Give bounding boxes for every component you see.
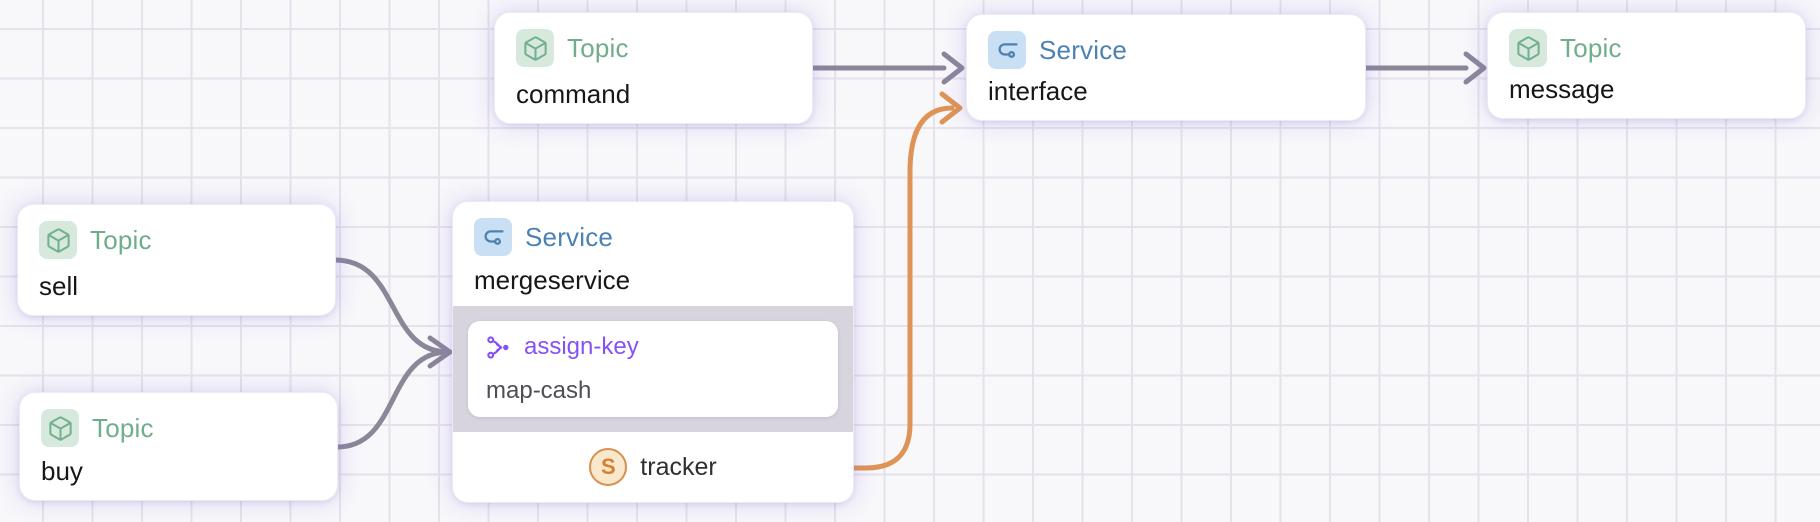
node-topic-sell[interactable]: Topic sell	[18, 205, 335, 315]
operation-assign-key-card[interactable]: assign-key map-cash	[468, 321, 838, 417]
operations-band: assign-key map-cash	[453, 306, 853, 432]
node-name: command	[516, 79, 631, 110]
edge-tracker-to-interface[interactable]	[850, 91, 963, 471]
service-route-icon	[988, 31, 1026, 69]
tracker-s-badge-icon: S	[589, 448, 628, 486]
operation-name: map-cash	[486, 377, 592, 404]
node-type-row: Topic	[39, 221, 314, 259]
topic-cube-icon	[39, 221, 77, 259]
node-name: buy	[41, 456, 83, 487]
node-service-mergeservice[interactable]: Service mergeservice assign-key map-cash…	[453, 202, 853, 502]
service-route-icon	[474, 218, 512, 256]
node-topic-buy[interactable]: Topic buy	[20, 393, 337, 500]
node-type-label: Topic	[90, 224, 152, 255]
edge-command-to-interface[interactable]	[809, 51, 965, 85]
node-type-label: Topic	[567, 32, 629, 63]
node-type-label: Topic	[1560, 32, 1622, 63]
node-type-row: Topic	[516, 29, 791, 67]
mergeservice-header: Service mergeservice	[453, 202, 853, 306]
node-type-label: Topic	[92, 412, 154, 443]
node-name: sell	[39, 271, 79, 302]
node-name: message	[1509, 74, 1615, 105]
edge-sell-to-mergeservice[interactable]	[332, 257, 451, 355]
merge-keys-icon	[487, 335, 509, 359]
node-service-interface[interactable]: Service interface	[967, 15, 1365, 120]
topic-cube-icon	[1509, 29, 1547, 67]
node-type-row: Service	[988, 31, 1344, 69]
node-name: mergeservice	[474, 265, 631, 295]
node-type-row: Service	[474, 218, 832, 256]
node-topic-message[interactable]: Topic message	[1488, 13, 1805, 118]
operation-type-row: assign-key	[486, 333, 820, 361]
node-name: interface	[988, 76, 1088, 107]
edge-interface-to-message[interactable]	[1362, 51, 1487, 85]
consumer-name: tracker	[640, 452, 717, 481]
node-type-label: Service	[1039, 34, 1128, 65]
operation-type-label: assign-key	[524, 333, 639, 360]
node-type-row: Topic	[1509, 29, 1784, 67]
edge-buy-to-mergeservice[interactable]	[334, 335, 453, 450]
topic-cube-icon	[516, 29, 554, 67]
node-topic-command[interactable]: Topic command	[495, 13, 812, 123]
consumer-row[interactable]: S tracker	[453, 432, 853, 502]
topic-cube-icon	[41, 409, 79, 447]
node-type-row: Topic	[41, 409, 316, 447]
node-type-label: Service	[525, 221, 614, 252]
